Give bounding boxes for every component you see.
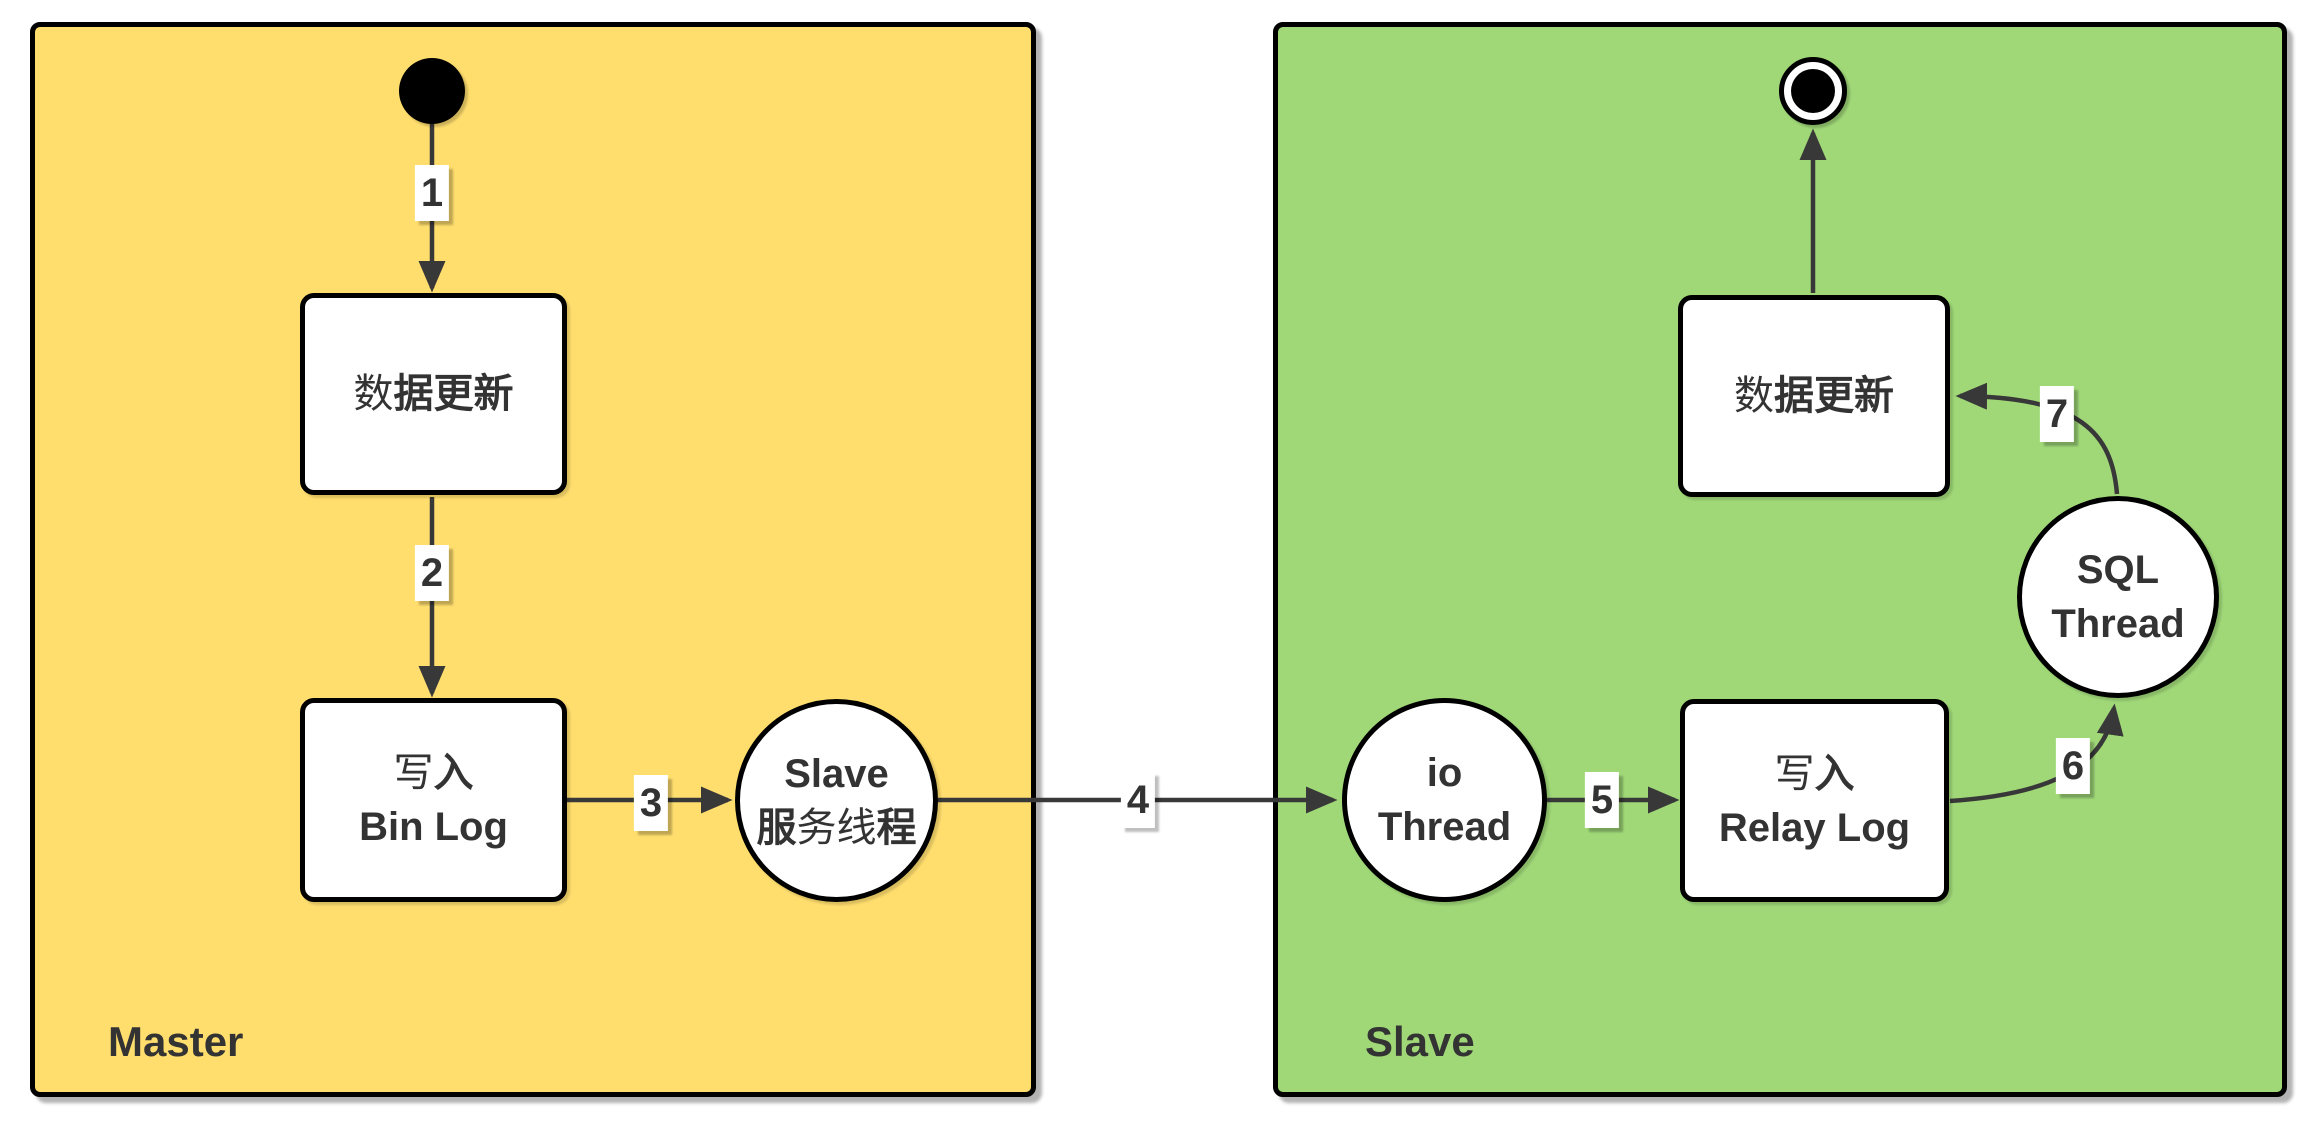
sql-thread-circle: SQL Thread xyxy=(2017,496,2219,698)
final-state-node xyxy=(1779,57,1847,125)
edge-label-3: 3 xyxy=(633,775,669,831)
node-label: 写入 xyxy=(393,750,474,795)
edge-7-sql-thread-to-update xyxy=(1955,382,2120,495)
slave-region-label: Slave xyxy=(1365,1018,1475,1065)
node-label: Bin Log xyxy=(359,805,508,849)
io-thread-circle: io Thread xyxy=(1342,698,1547,902)
node-label: 数据更新 xyxy=(353,371,514,416)
node-label: Relay Log xyxy=(1718,805,1911,850)
slave-service-thread-circle: Slave 服务线程 xyxy=(735,699,938,902)
edge-label-7: 7 xyxy=(2039,386,2075,442)
slave-write-relay-log-box: 写入 Relay Log xyxy=(1680,699,1949,902)
master-container xyxy=(30,22,1036,1097)
master-write-binlog-box: 写入 Bin Log xyxy=(300,698,567,902)
edge-label-1: 1 xyxy=(414,165,450,221)
node-label: 写入 xyxy=(1774,750,1855,796)
node-label: SQL xyxy=(2076,548,2160,592)
node-label: Thread xyxy=(1377,805,1512,849)
node-label: Thread xyxy=(2051,602,2185,646)
initial-state-node xyxy=(399,58,465,124)
node-label: 服务线程 xyxy=(756,804,917,850)
edge-label-4: 4 xyxy=(1120,772,1156,828)
master-data-update-box: 数据更新 xyxy=(300,293,567,495)
edge-label-6: 6 xyxy=(2055,738,2091,794)
node-label: io xyxy=(1426,751,1463,795)
edge-label-2: 2 xyxy=(414,545,450,601)
final-state-inner-dot xyxy=(1791,69,1835,113)
node-label: 数据更新 xyxy=(1734,373,1894,418)
slave-data-update-box: 数据更新 xyxy=(1678,295,1950,497)
edge-label-5: 5 xyxy=(1584,772,1620,828)
node-label: Slave xyxy=(784,751,889,796)
master-region-label: Master xyxy=(108,1018,244,1065)
